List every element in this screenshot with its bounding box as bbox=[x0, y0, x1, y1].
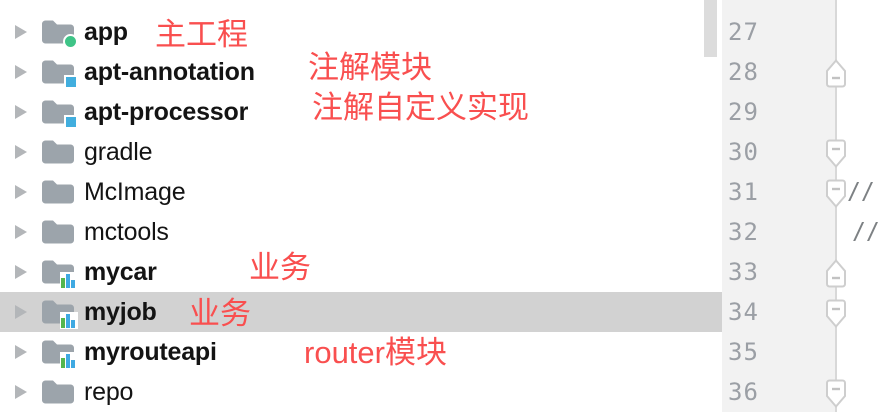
tree-item-label: app bbox=[84, 18, 128, 46]
annotation-mycar: 业务 bbox=[249, 250, 311, 285]
line-number: 35 bbox=[728, 338, 759, 366]
annotation-apt-processor: 注解自定义实现 bbox=[312, 90, 529, 125]
fold-marker-collapse-down-icon[interactable] bbox=[825, 379, 847, 409]
module-folder-blue-square-icon bbox=[41, 99, 78, 129]
tree-item-label: myrouteapi bbox=[84, 338, 217, 366]
tree-item-label: McImage bbox=[84, 178, 186, 206]
tree-row-gradle[interactable]: gradle bbox=[0, 132, 722, 172]
chevron-right-icon[interactable] bbox=[12, 63, 30, 81]
project-tree-panel: app apt-annotation apt-processor gradle bbox=[0, 0, 722, 412]
chevron-right-icon[interactable] bbox=[12, 223, 30, 241]
folder-icon bbox=[41, 179, 75, 205]
tree-item-label: mycar bbox=[84, 258, 157, 286]
editor-gutter: 27 28 29 30 31 32 33 34 35 36 bbox=[722, 0, 836, 412]
chevron-right-icon[interactable] bbox=[12, 103, 30, 121]
line-number: 34 bbox=[728, 298, 759, 326]
line-number: 28 bbox=[728, 58, 759, 86]
bar-chart-badge bbox=[60, 352, 78, 369]
line-number: 31 bbox=[728, 178, 759, 206]
module-folder-blue-square-icon bbox=[41, 59, 78, 89]
line-number: 30 bbox=[728, 138, 759, 166]
tree-item-label: repo bbox=[84, 378, 134, 406]
line-number: 33 bbox=[728, 258, 759, 286]
blue-square-badge bbox=[64, 75, 78, 89]
annotation-app: 主工程 bbox=[155, 17, 248, 52]
tree-row-mctools[interactable]: mctools bbox=[0, 212, 722, 252]
tree-row-mycar[interactable]: mycar bbox=[0, 252, 722, 292]
fold-marker-collapse-down-icon[interactable] bbox=[825, 139, 847, 169]
module-folder-bars-icon bbox=[41, 259, 78, 289]
tree-row-repo[interactable]: repo bbox=[0, 372, 722, 412]
tree-item-label: myjob bbox=[84, 298, 157, 326]
tree-item-label: apt-processor bbox=[84, 98, 249, 126]
annotation-myjob: 业务 bbox=[189, 296, 251, 331]
chevron-right-icon[interactable] bbox=[12, 383, 30, 401]
folder-icon bbox=[41, 219, 75, 245]
fold-marker-collapse-up-icon[interactable] bbox=[825, 58, 847, 88]
fold-marker-collapse-down-icon[interactable] bbox=[825, 299, 847, 329]
module-folder-bars-icon bbox=[41, 339, 78, 369]
fold-marker-collapse-down-icon[interactable] bbox=[825, 179, 847, 209]
bar-chart-badge bbox=[60, 272, 78, 289]
chevron-right-icon[interactable] bbox=[12, 263, 30, 281]
tree-row-mcimage[interactable]: McImage bbox=[0, 172, 722, 212]
module-folder-green-dot-icon bbox=[41, 19, 78, 49]
chevron-right-icon[interactable] bbox=[12, 143, 30, 161]
chevron-right-icon[interactable] bbox=[12, 183, 30, 201]
chevron-right-icon[interactable] bbox=[12, 23, 30, 41]
editor-text-area[interactable] bbox=[837, 0, 885, 412]
tree-item-label: mctools bbox=[84, 218, 169, 246]
chevron-right-icon[interactable] bbox=[12, 303, 30, 321]
tree-row-apt-processor[interactable]: apt-processor bbox=[0, 92, 722, 132]
tree-row-myrouteapi[interactable]: myrouteapi bbox=[0, 332, 722, 372]
green-dot-badge bbox=[63, 34, 78, 49]
line-number: 36 bbox=[728, 378, 759, 406]
folder-icon bbox=[41, 139, 75, 165]
tree-row-apt-annotation[interactable]: apt-annotation bbox=[0, 52, 722, 92]
tree-item-label: apt-annotation bbox=[84, 58, 255, 86]
line-number: 27 bbox=[728, 18, 759, 46]
editor-comment-line: // bbox=[852, 219, 880, 245]
editor-comment-line: // bbox=[847, 179, 875, 205]
tree-scrollbar-thumb[interactable] bbox=[704, 0, 717, 57]
tree-item-label: gradle bbox=[84, 138, 153, 166]
annotation-myrouteapi: router模块 bbox=[304, 335, 447, 370]
module-folder-bars-icon bbox=[41, 299, 78, 329]
fold-marker-collapse-up-icon[interactable] bbox=[825, 258, 847, 288]
tree-row-myjob-selected[interactable]: myjob bbox=[0, 292, 722, 332]
bar-chart-badge bbox=[60, 312, 78, 329]
line-number: 29 bbox=[728, 98, 759, 126]
chevron-right-icon[interactable] bbox=[12, 343, 30, 361]
line-number: 32 bbox=[728, 218, 759, 246]
annotation-apt-annotation: 注解模块 bbox=[308, 50, 432, 85]
folder-icon bbox=[41, 379, 75, 405]
tree-row-app[interactable]: app bbox=[0, 12, 722, 52]
blue-square-badge bbox=[64, 115, 78, 129]
